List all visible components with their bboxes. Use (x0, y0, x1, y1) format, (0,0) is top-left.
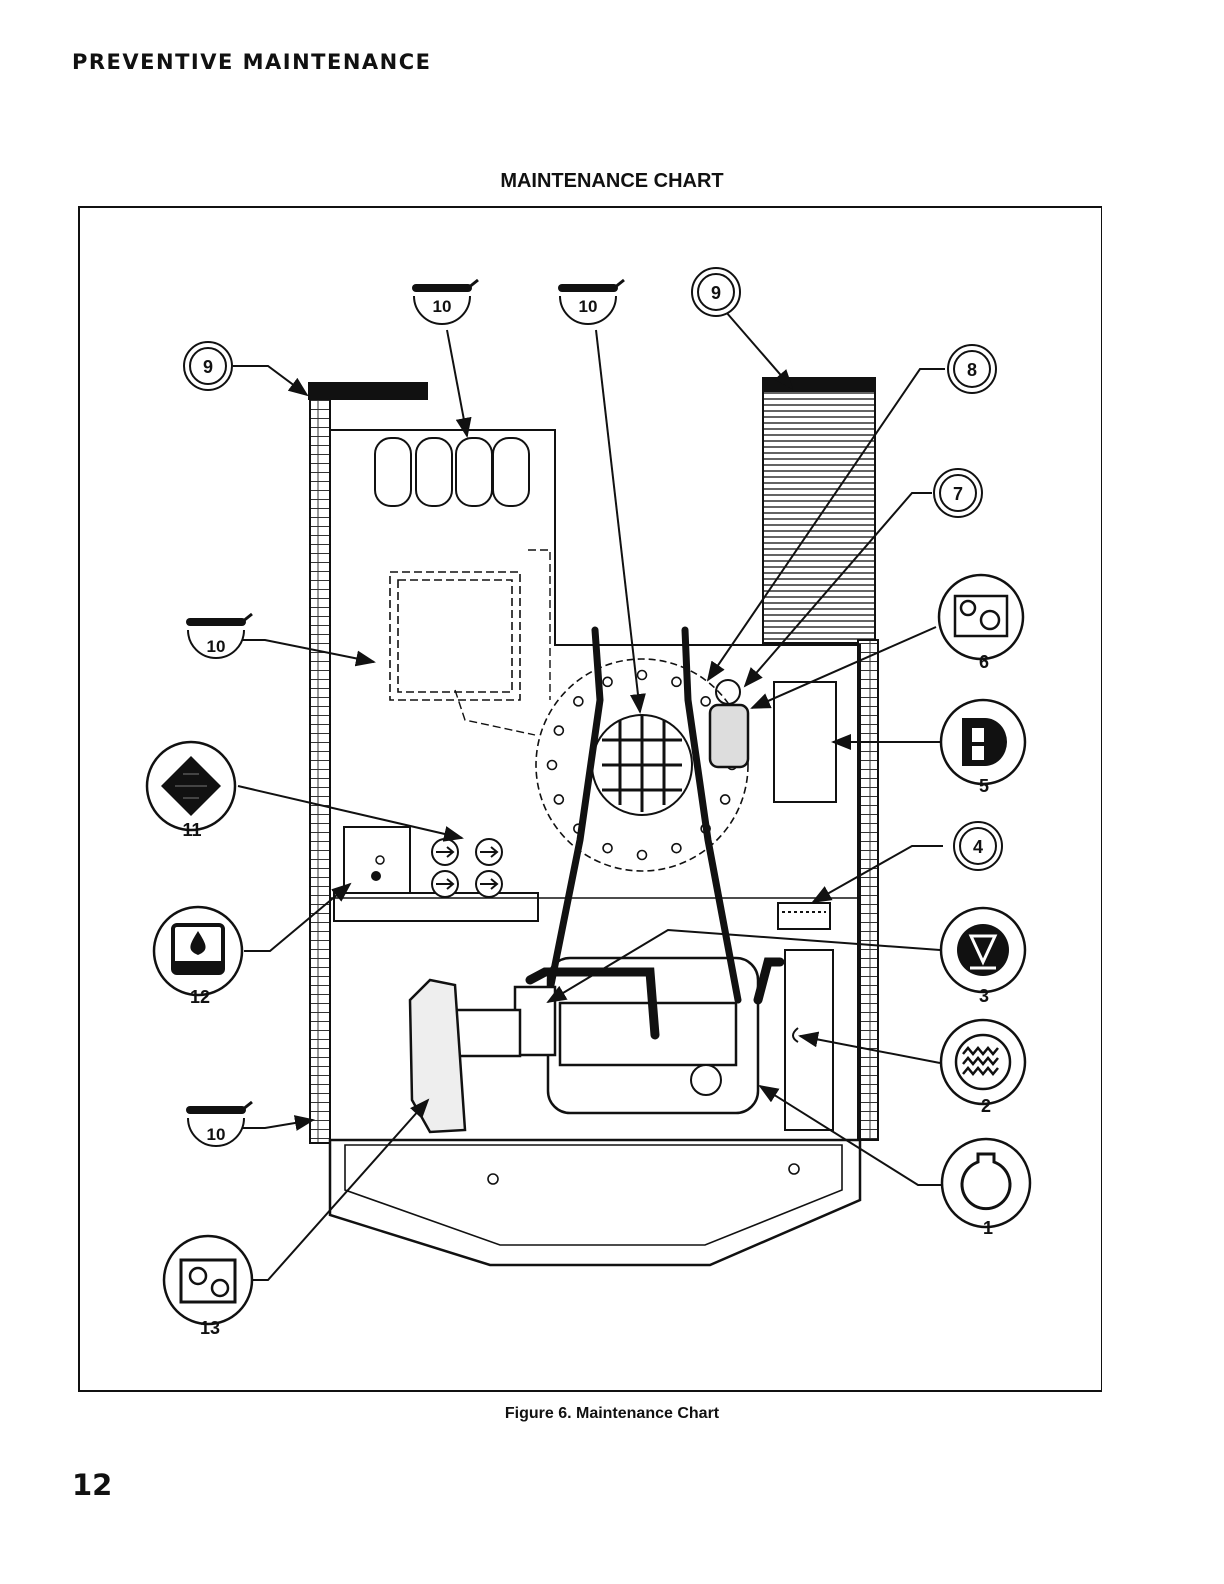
callout-9-top-number: 9 (711, 283, 721, 303)
callout-7: 7 (934, 469, 982, 517)
tank-4 (493, 438, 529, 506)
turntable-bolt (574, 697, 583, 706)
tank-3 (456, 438, 492, 506)
cab-hidden-lines (455, 550, 550, 735)
callout-8-number: 8 (967, 360, 977, 380)
callout-3-number: 3 (979, 986, 989, 1006)
oil-filler (691, 1065, 721, 1095)
hydraulic-reservoir (344, 827, 410, 893)
radiator-top (763, 378, 875, 392)
turntable-bolt (638, 671, 647, 680)
callout-6-number: 6 (979, 652, 989, 672)
callout-9-top: 9 (692, 268, 740, 316)
callout-8: 8 (948, 345, 996, 393)
left-radiator-edge (308, 382, 428, 400)
chart-title: MAINTENANCE CHART (0, 170, 1224, 193)
turntable-bolt (548, 761, 557, 770)
cab-outline (390, 572, 520, 700)
callout-10-top-left-number: 10 (433, 297, 452, 316)
figure-caption: Figure 6. Maintenance Chart (0, 1405, 1224, 1423)
fuel-tank (774, 682, 836, 802)
turntable-bolt (554, 726, 563, 735)
callout-12: 12 (154, 907, 242, 1007)
callout-12-number: 12 (190, 987, 210, 1007)
turntable-bolt (638, 851, 647, 860)
tank-2 (416, 438, 452, 506)
callout-9-left: 9 (184, 342, 232, 390)
callout-7-number: 7 (953, 484, 963, 504)
callout-6: 6 (939, 575, 1023, 672)
callout-2-number: 2 (981, 1096, 991, 1116)
filter-housing (710, 705, 748, 767)
hydraulic-filters (432, 839, 502, 897)
radiator-grille (763, 378, 875, 643)
turntable-bolt (721, 795, 730, 804)
turntable-bolt (672, 844, 681, 853)
callout-2: 2 (941, 1020, 1025, 1116)
engine-head (560, 1003, 736, 1065)
callout-10-bottom-left: 10 (188, 1102, 252, 1146)
turntable-bolt (672, 677, 681, 686)
turntable-bolt (603, 677, 612, 686)
callout-13: 13 (164, 1236, 252, 1338)
fuel-icon (962, 718, 1007, 766)
callout-10-left: 10 (188, 614, 252, 658)
battery (778, 903, 830, 929)
callout-10-top-left: 10 (414, 280, 478, 324)
page-header: PREVENTIVE MAINTENANCE (72, 50, 432, 74)
callout-10-top-center: 10 (560, 280, 624, 324)
page-number: 12 (72, 1468, 112, 1502)
callout-1: 1 (942, 1139, 1030, 1238)
callout-5-number: 5 (979, 776, 989, 796)
callout-11-number: 11 (182, 820, 201, 840)
callout-4: 4 (954, 822, 1002, 870)
turntable-bolt (603, 844, 612, 853)
callout-10-top-center-number: 10 (579, 297, 598, 316)
valve-bar (334, 893, 538, 921)
callout-5: 5 (941, 700, 1025, 796)
maintenance-chart-figure: 9 9 8 7 4 10 10 10 (72, 205, 1102, 1393)
callout-1-number: 1 (983, 1218, 993, 1238)
tank-1 (375, 438, 411, 506)
left-track (310, 383, 330, 1143)
turntable-bolt (554, 795, 563, 804)
callout-10-bottom-left-number: 10 (207, 1125, 226, 1144)
transmission (410, 980, 465, 1132)
callout-11: 11 (147, 742, 235, 840)
callout-10-left-number: 10 (207, 637, 226, 656)
callout-4-number: 4 (973, 837, 983, 857)
counterweight (330, 1140, 860, 1265)
callout-9-left-number: 9 (203, 357, 213, 377)
callout-13-number: 13 (200, 1318, 220, 1338)
callout-3: 3 (941, 908, 1025, 1006)
turntable-bolt (701, 697, 710, 706)
